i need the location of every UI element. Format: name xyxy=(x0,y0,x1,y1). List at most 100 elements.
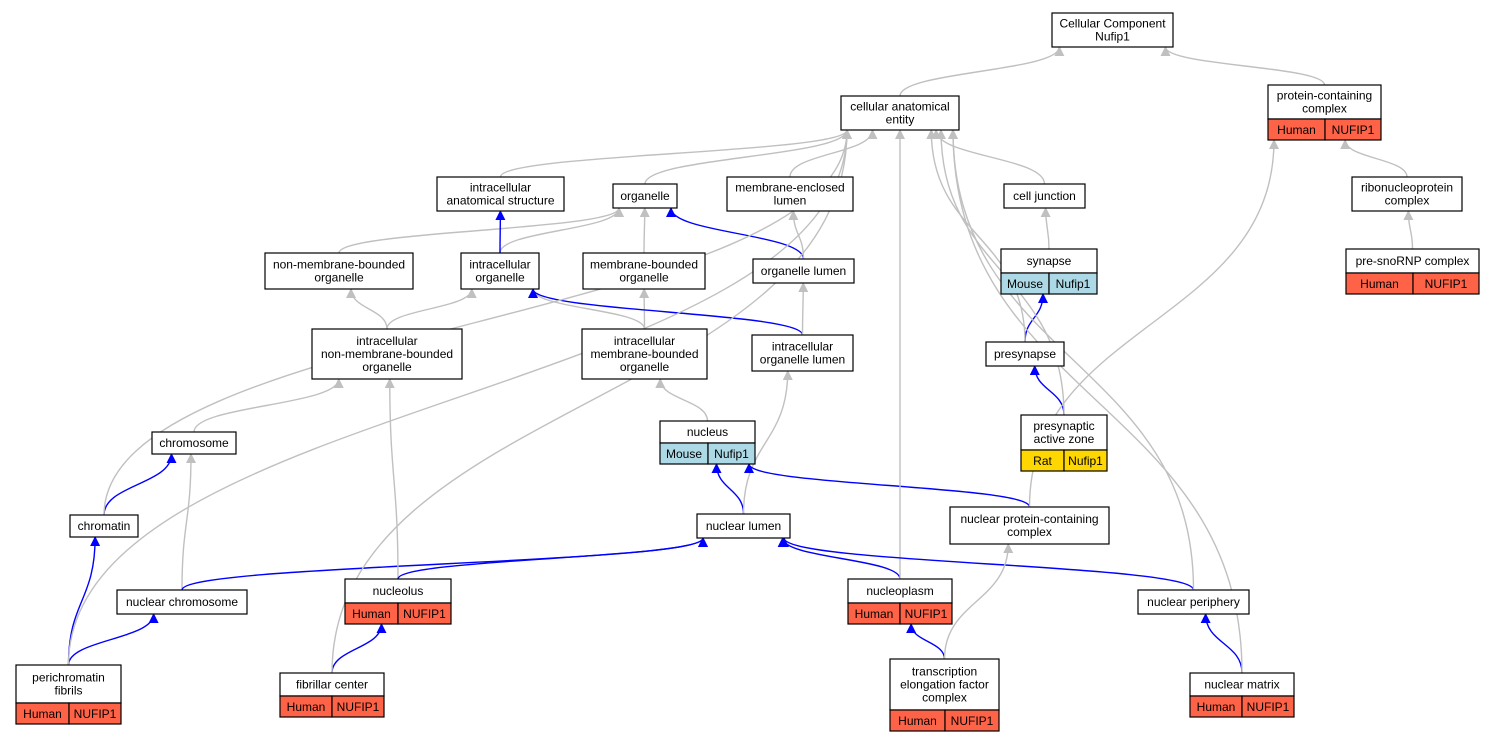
is-a-edge-line xyxy=(181,453,196,591)
gene-label: NUFIP1 xyxy=(1247,700,1290,714)
node-label-line: entity xyxy=(886,113,915,127)
node-chromatin[interactable]: chromatin xyxy=(69,514,139,538)
is-a-edge-line xyxy=(1340,139,1408,178)
node-label-line: membrane-bounded xyxy=(590,258,698,272)
node-presyn[interactable]: presynapse xyxy=(985,341,1065,367)
gene-cell xyxy=(1048,272,1098,295)
edge-nchrom-to-chromosome xyxy=(181,453,196,591)
part-of-edge-line xyxy=(779,537,1195,591)
edge-chromatin-to-chromosome xyxy=(103,453,177,516)
gene-cell xyxy=(397,602,452,625)
node-label-line: elongation factor xyxy=(900,678,989,692)
node-label-box xyxy=(985,341,1065,367)
gene-label: NUFIP1 xyxy=(403,607,446,621)
node-nl[interactable]: nuclear lumen xyxy=(696,513,791,539)
gene-cell xyxy=(1324,118,1382,141)
is-a-edge-line xyxy=(499,129,852,178)
edge-nperiph-to-nl xyxy=(779,537,1195,591)
node-nperiph[interactable]: nuclear periphery xyxy=(1137,589,1250,615)
node-label-line: active zone xyxy=(1034,432,1095,446)
edge-io-to-organelle xyxy=(499,207,624,254)
node-label-line: chromatin xyxy=(78,519,131,533)
node-label-line: perichromatin xyxy=(32,671,105,685)
node-label-line: cellular anatomical xyxy=(850,100,949,114)
edge-nl-to-nucleus xyxy=(711,463,745,515)
edge-nucleolus-to-inmbo xyxy=(384,378,399,580)
edge-nmbo-to-organelle xyxy=(338,207,624,254)
node-organelle[interactable]: organelle xyxy=(612,183,678,209)
gene-label: NUFIP1 xyxy=(951,714,994,728)
gene-cell xyxy=(68,702,122,725)
is-a-edge-line xyxy=(1403,210,1414,250)
species-label: Human xyxy=(352,607,391,621)
species-label: Rat xyxy=(1033,454,1052,468)
node-label-line: complex xyxy=(1385,194,1430,208)
node-label-line: organelle xyxy=(619,271,669,285)
species-label: Human xyxy=(287,700,326,714)
edge-nl-to-iol xyxy=(742,370,793,515)
node-label-line: chromosome xyxy=(159,436,229,450)
node-nchrom[interactable]: nuclear chromosome xyxy=(116,589,248,615)
gene-label: NUFIP1 xyxy=(1332,123,1375,137)
is-a-edge-line xyxy=(948,129,1195,591)
gene-label: NUFIP1 xyxy=(1425,277,1468,291)
node-inmbo[interactable]: intracellularnon-membrane-boundedorganel… xyxy=(311,328,463,380)
is-a-edge-line xyxy=(1040,207,1051,250)
is-a-edge-line xyxy=(899,46,1065,97)
edge-nmatrix-to-nperiph xyxy=(1200,613,1243,674)
node-label-line: nuclear periphery xyxy=(1147,595,1240,609)
node-label-box xyxy=(1137,589,1250,615)
edge-tefc-to-npcc xyxy=(943,543,1014,660)
edge-inmbo-to-nmbo xyxy=(346,288,388,330)
part-of-edge-line xyxy=(777,537,901,580)
edge-fc-to-cae xyxy=(331,129,852,674)
edge-mel-to-cae xyxy=(789,129,878,178)
node-label-box xyxy=(1267,84,1382,120)
node-label-box xyxy=(460,252,540,290)
gene-cell xyxy=(899,602,953,625)
node-cj[interactable]: cell junction xyxy=(1003,183,1086,209)
part-of-edge-line xyxy=(666,207,805,260)
node-chromosome[interactable]: chromosome xyxy=(151,431,237,455)
is-a-edge-line xyxy=(386,288,477,330)
is-a-edge-line xyxy=(655,378,709,422)
gene-cell xyxy=(331,695,385,718)
edges-layer xyxy=(67,46,1414,674)
part-of-edge-line xyxy=(528,288,804,336)
node-ol[interactable]: organelle lumen xyxy=(752,258,855,284)
gene-label: NUFIP1 xyxy=(337,700,380,714)
node-label-line: membrane-bounded xyxy=(590,347,698,361)
is-a-edge-line xyxy=(742,370,793,515)
part-of-edge-line xyxy=(1024,293,1048,343)
node-label-line: Cellular Component xyxy=(1059,17,1166,31)
node-label-line: complex xyxy=(1007,525,1052,539)
edge-cj-to-cae xyxy=(931,129,1046,185)
part-of-edge-line xyxy=(397,537,708,580)
part-of-edge-line xyxy=(331,623,387,674)
part-of-edge-line xyxy=(103,453,177,516)
edge-inmbo-to-io xyxy=(386,288,477,330)
